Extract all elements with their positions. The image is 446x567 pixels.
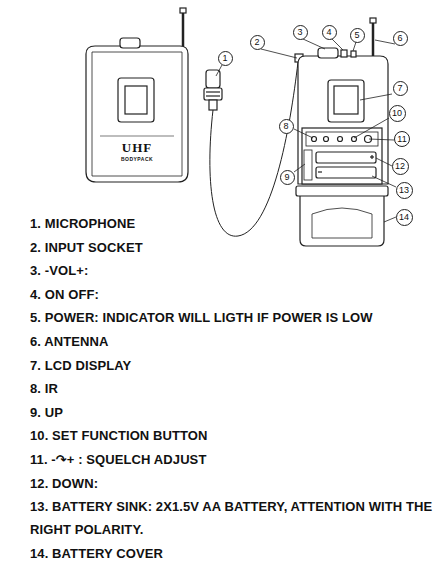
brand-subtext: BODYPACK (97, 156, 177, 162)
callout-circle: 10 (389, 105, 406, 122)
callout-circle: 7 (393, 81, 408, 96)
brand-text: UHF (97, 140, 177, 156)
part-list-item: 12. DOWN: (30, 472, 440, 495)
callout-number: 2 (254, 38, 259, 47)
callout-number: 1 (222, 54, 227, 63)
callout-circle: 12 (392, 158, 409, 175)
callout-circle: 11 (394, 131, 410, 147)
callout-number: 4 (326, 28, 331, 37)
callout-number: 10 (392, 109, 402, 118)
callout-number: 5 (354, 31, 359, 40)
callout-number: 6 (397, 34, 402, 43)
callout-circle: 8 (279, 119, 294, 134)
callout-number: 9 (284, 173, 289, 182)
callout-circle: 1 (218, 51, 233, 66)
callout-circle: 4 (322, 25, 337, 40)
callout-circle: 6 (393, 31, 408, 46)
callout-number: 3 (297, 28, 302, 37)
callout-circle: 2 (250, 35, 265, 50)
leader-lines (216, 39, 396, 222)
part-list-item: 3. -VOL+: (30, 259, 440, 282)
part-list-item: 5. POWER: INDICATOR WILL LIGTH IF POWER … (30, 306, 440, 329)
callout-circle: 14 (396, 209, 413, 226)
callout-number: 14 (399, 213, 409, 222)
part-list-item: 11. -↷+ : SQUELCH ADJUST (30, 448, 440, 471)
part-list-item: 1. MICROPHONE (30, 212, 440, 235)
part-list-item: 13. BATTERY SINK: 2X1.5V AA BATTERY, ATT… (30, 495, 440, 541)
battery-cover (296, 186, 388, 246)
callout-number: 11 (397, 135, 406, 144)
part-list-item: 10. SET FUNCTION BUTTON (30, 424, 440, 447)
part-list-item: 7. LCD DISPLAY (30, 354, 440, 377)
callout-circle: 13 (396, 182, 413, 199)
left-bodypack (86, 8, 188, 182)
part-list-item: 14. BATTERY COVER (30, 542, 440, 565)
right-bodypack (298, 18, 388, 184)
part-list-item: 4. ON OFF: (30, 283, 440, 306)
callout-circle: 3 (293, 25, 308, 40)
callout-circle: 5 (350, 28, 365, 43)
lavalier-microphone (204, 54, 303, 236)
callout-number: 12 (395, 162, 405, 171)
part-list-item: 9. UP (30, 401, 440, 424)
part-list-item: 8. IR (30, 377, 440, 400)
part-list-item: 2. INPUT SOCKET (30, 236, 440, 259)
callout-number: 8 (283, 122, 288, 131)
callout-number: 7 (397, 84, 402, 93)
callout-circle: 9 (280, 170, 295, 185)
callout-number: 13 (399, 186, 409, 195)
part-list-item: 6. ANTENNA (30, 330, 440, 353)
